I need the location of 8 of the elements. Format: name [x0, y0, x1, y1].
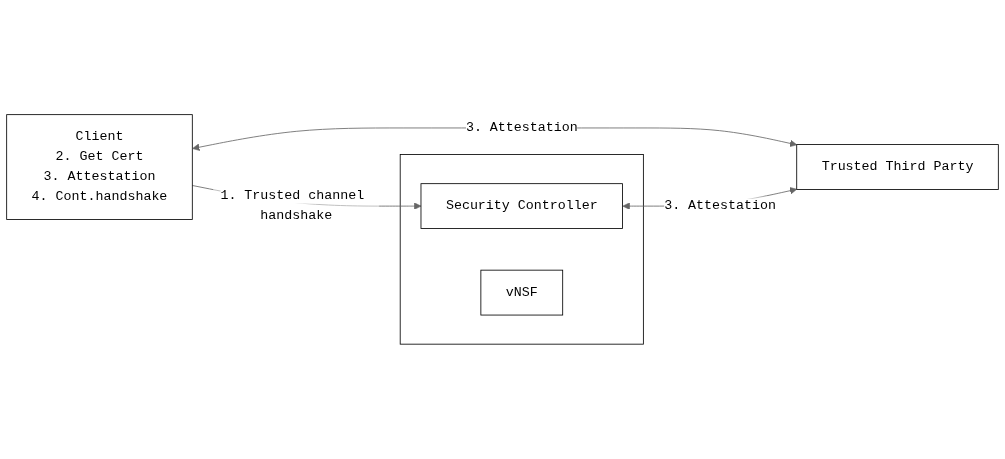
edge-label: 3. Attestation	[664, 198, 776, 214]
node-box: vNSF	[480, 269, 564, 316]
edge-label: 3. Attestation	[465, 120, 578, 136]
edge-label: 1. Trusted channel handshake	[220, 188, 365, 224]
node-box: Security Controller	[420, 183, 623, 230]
node-box: Trusted Third Party	[796, 144, 999, 190]
node-box: Client 2. Get Cert 3. Attestation 4. Cont.handshake	[6, 114, 193, 220]
cluster	[399, 154, 644, 345]
